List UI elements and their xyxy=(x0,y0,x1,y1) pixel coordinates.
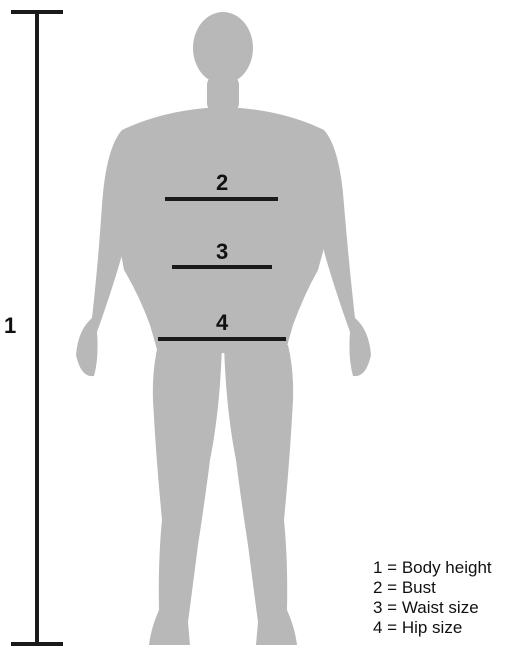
legend-hip-size: 4 = Hip size xyxy=(373,618,523,638)
measurement-legend: 1 = Body height 2 = Bust 3 = Waist size … xyxy=(373,558,523,638)
legend-body-height: 1 = Body height xyxy=(373,558,523,578)
legend-waist-size: 3 = Waist size xyxy=(373,598,523,618)
waist-label: 3 xyxy=(216,241,228,263)
height-measurement-bar xyxy=(11,12,63,644)
hip-label: 4 xyxy=(216,312,228,334)
height-label: 1 xyxy=(4,315,16,337)
bust-label: 2 xyxy=(216,172,228,194)
legend-bust: 2 = Bust xyxy=(373,578,523,598)
